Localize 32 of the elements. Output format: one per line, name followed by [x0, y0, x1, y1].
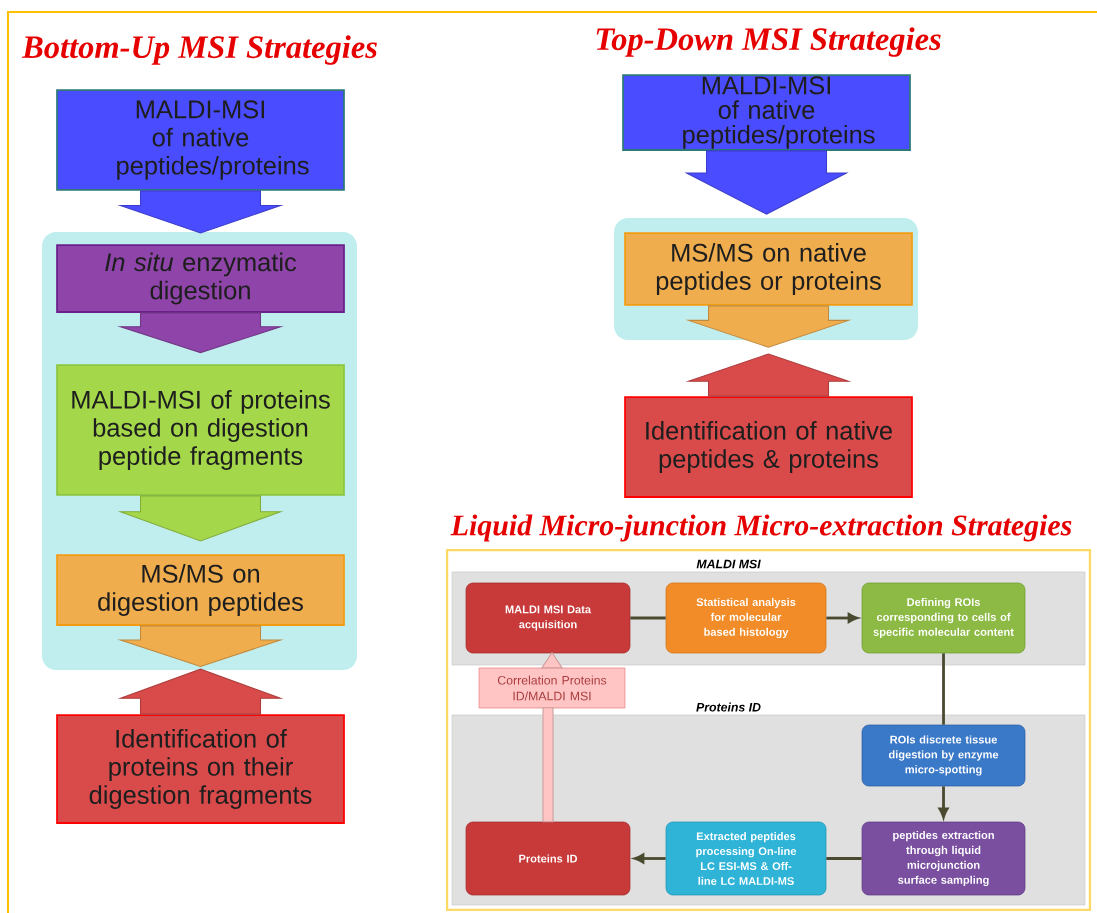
block-arrow [117, 312, 284, 354]
step-box: MALDI-MSI of native peptides/proteins [56, 89, 345, 191]
block-arrow [117, 668, 284, 715]
block-arrow [685, 353, 852, 397]
block-arrow [117, 190, 284, 234]
block-arrow [684, 150, 849, 215]
node-label: Proteins ID [696, 702, 761, 712]
process-box: peptides extraction through liquid microjunction surface sampling [861, 821, 1026, 896]
process-box: Proteins ID [465, 821, 631, 896]
step-box: MS/MS on digestion peptides [56, 554, 345, 626]
connector-line [826, 857, 862, 860]
connector-line [630, 616, 666, 620]
node-label: Liquid Micro-junction Micro-extraction Strategies [450, 514, 1072, 542]
process-box: MALDI MSI Data acquisition [465, 582, 631, 654]
block-arrow [541, 651, 563, 669]
step-box: MALDI-MSI of native peptides/proteins [622, 74, 911, 151]
block-arrow [117, 495, 284, 542]
step-box: Identification of native peptides & proteins [624, 396, 913, 498]
process-box: Defining ROIs corresponding to cells of specific molecular content [861, 582, 1026, 654]
process-box: Statistical analysis for molecular based histology [665, 582, 827, 654]
connector-line [942, 653, 945, 725]
step-box: MS/MS on native peptides or proteins [624, 232, 913, 306]
process-box: ROIs discrete tissue digestion by enzyme micro-spotting [861, 724, 1026, 787]
block-arrow [117, 625, 284, 667]
step-box: In situ enzymatic digestion [56, 244, 345, 313]
step-box: MALDI-MSI of proteins based on digestion peptide fragments [56, 364, 345, 496]
node-label: MALDI MSI [696, 559, 761, 569]
process-box: Extracted peptides processing On-line LC ESI-MS & Off-line LC MALDI-MS [665, 821, 827, 896]
step-box: Identification of proteins on their digestion fragments [56, 714, 345, 824]
block-arrow [542, 707, 554, 823]
arrow [826, 613, 859, 623]
block-arrow [685, 305, 852, 348]
